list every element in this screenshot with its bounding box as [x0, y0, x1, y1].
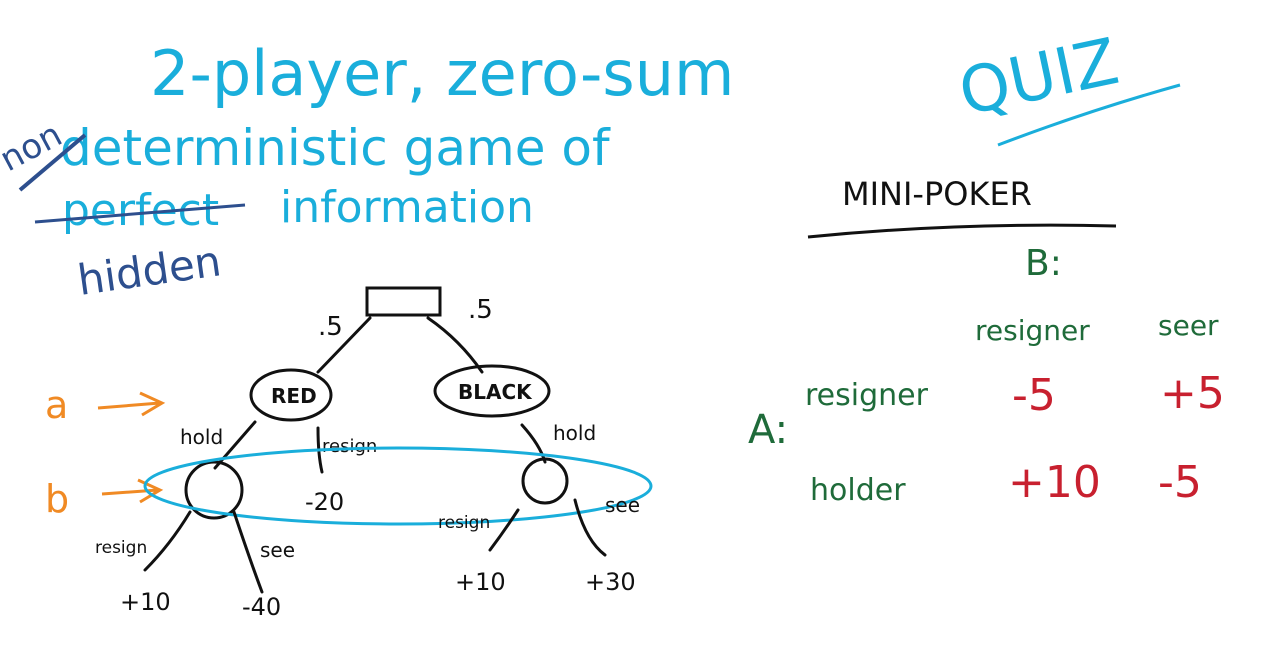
- payoff-cell: +5: [1160, 368, 1225, 419]
- edge: [213, 420, 257, 470]
- payoff-cell: -5: [1158, 457, 1202, 508]
- edge: [232, 510, 264, 594]
- prob-right: .5: [468, 295, 493, 325]
- payoff-cell: -5: [1012, 370, 1056, 421]
- edge: [316, 316, 372, 374]
- chance-node: [365, 286, 442, 317]
- leaf-value-2: -40: [242, 593, 281, 621]
- hold-right: hold: [553, 421, 596, 445]
- b-left-see: see: [260, 538, 295, 562]
- arrow-icon: [101, 478, 164, 504]
- red-label: RED: [271, 384, 317, 408]
- game-title: MINI-POKER: [842, 175, 1032, 213]
- title-line1: 2-player, zero-sum: [150, 37, 734, 110]
- title-line2: deterministic game of: [60, 119, 611, 177]
- edge: [316, 426, 324, 474]
- word-information: information: [280, 182, 534, 233]
- edge: [488, 508, 520, 552]
- leaf-value-1: +10: [120, 588, 171, 616]
- non-annotation: non: [0, 115, 69, 180]
- edge: [520, 423, 547, 464]
- player-b-label: B:: [1025, 243, 1062, 284]
- col-header-seer: seer: [1158, 309, 1219, 342]
- quiz-underline: [997, 83, 1181, 147]
- player-a-label: A:: [748, 407, 788, 453]
- strike-line: [34, 203, 246, 224]
- prob-left: .5: [318, 312, 343, 342]
- marker-b: b: [45, 477, 69, 521]
- decision-node-left: [184, 460, 244, 520]
- edge: [426, 316, 484, 374]
- b-right-see: see: [605, 493, 640, 517]
- red-node: [249, 368, 333, 422]
- b-right-resign: resign: [438, 513, 490, 533]
- edge: [143, 510, 192, 572]
- black-label: BLACK: [458, 380, 533, 404]
- payoff-cell: +10: [1008, 457, 1101, 508]
- row-label-resigner: resigner: [805, 378, 929, 413]
- b-left-resign: resign: [95, 538, 147, 558]
- information-set: [143, 446, 653, 526]
- decision-node-right: [521, 457, 569, 505]
- edge: [573, 498, 607, 557]
- quiz-title: QUIZ: [953, 25, 1125, 131]
- arrow-icon: [97, 391, 166, 417]
- col-header-resigner: resigner: [975, 314, 1090, 347]
- leaf-value-4: +30: [585, 568, 636, 596]
- word-hidden: hidden: [75, 236, 224, 305]
- black-node: [433, 364, 551, 418]
- game-underline: [807, 223, 1117, 239]
- leaf-value-3: +10: [455, 568, 506, 596]
- row-label-holder: holder: [810, 473, 906, 508]
- marker-a: a: [45, 383, 68, 427]
- strike-line: [18, 133, 87, 192]
- resign-left: resign: [322, 436, 377, 457]
- hold-left: hold: [180, 425, 223, 449]
- value-red-resign: -20: [305, 488, 344, 516]
